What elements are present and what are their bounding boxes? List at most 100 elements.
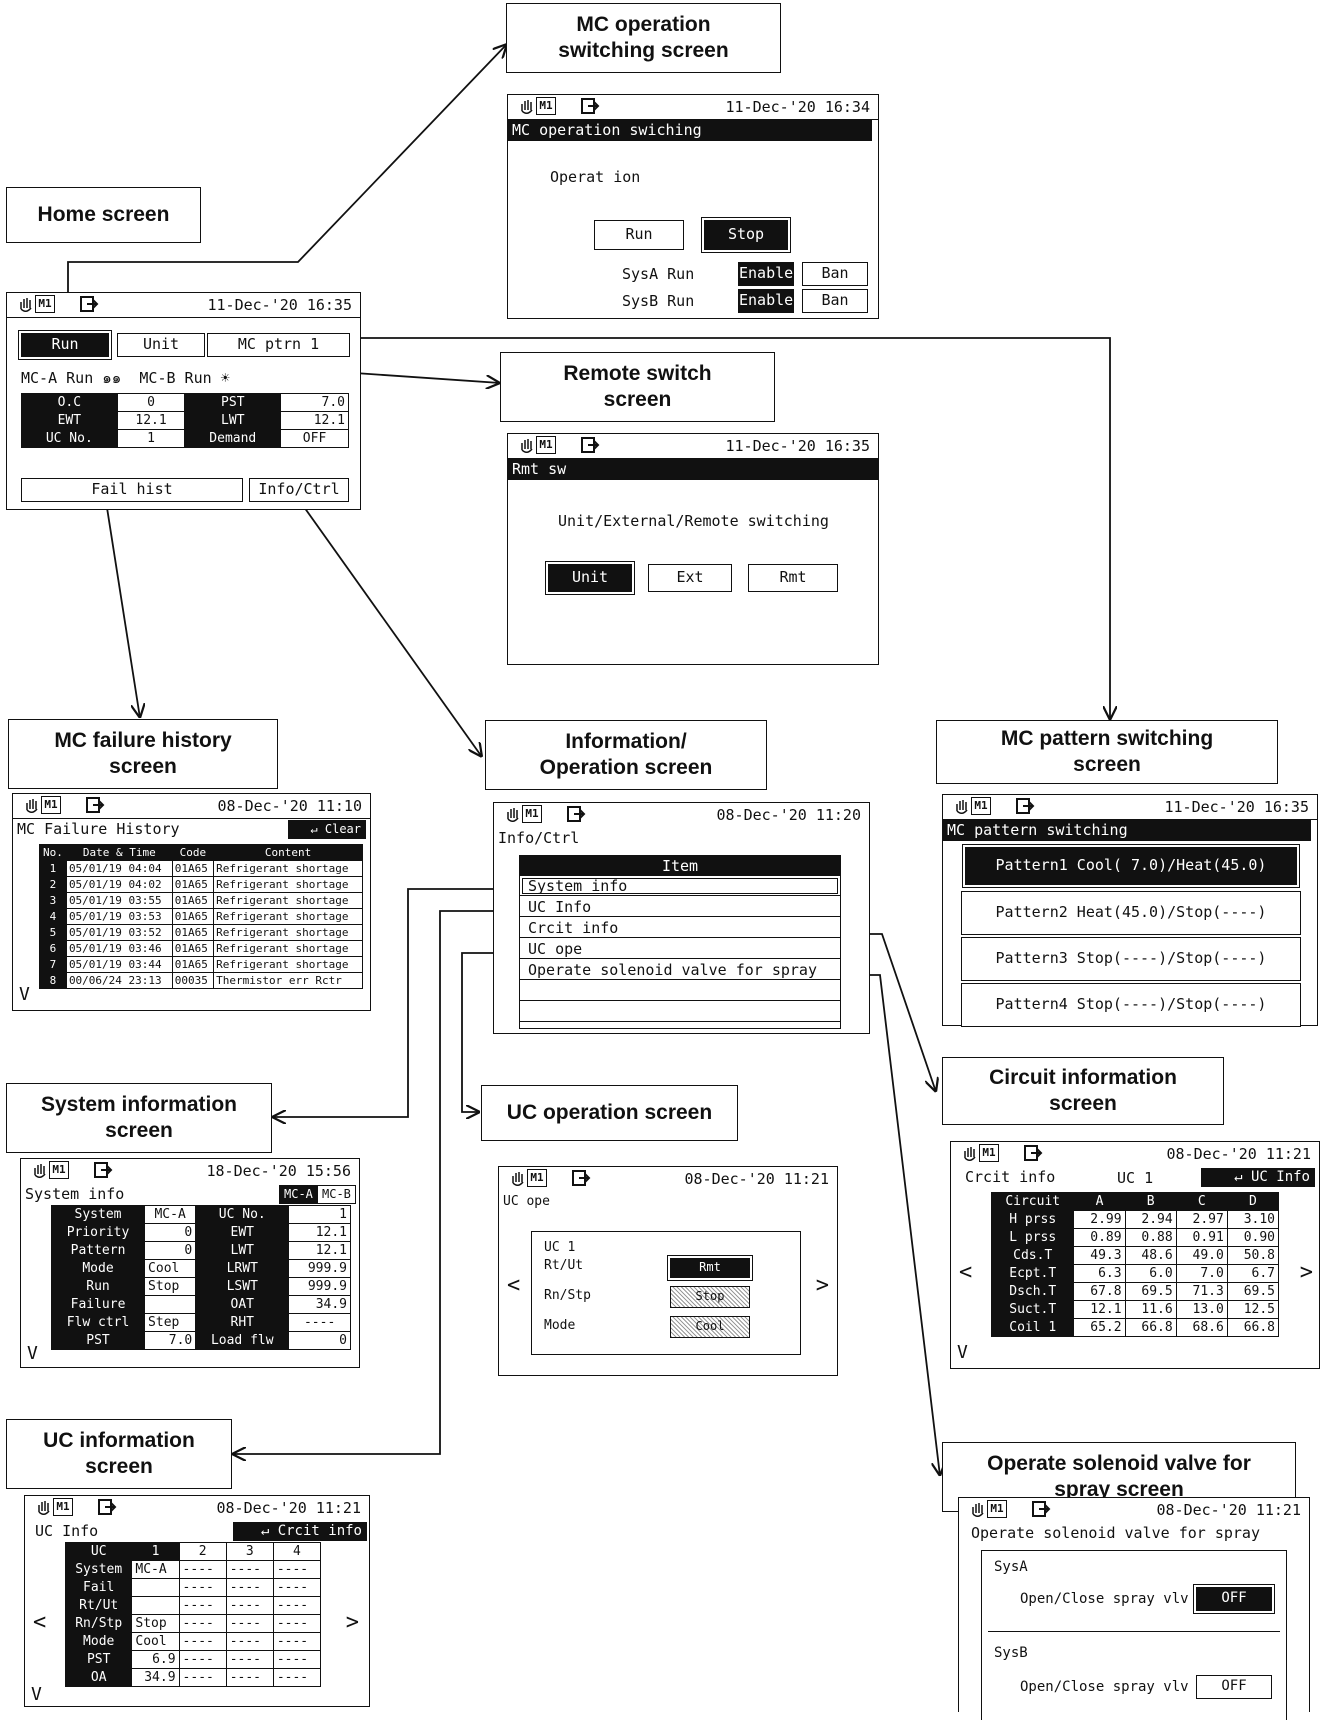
hand-icon — [509, 1169, 527, 1187]
scroll-down-button[interactable]: V — [31, 1684, 42, 1705]
prev-button[interactable]: < — [507, 1273, 521, 1298]
mc-ptrn-button[interactable]: MC ptrn 1 — [207, 333, 350, 357]
m1-badge: M1 — [35, 295, 55, 313]
solenoid-box: SysA Open/Close spray vlv OFF SysB Open/… — [981, 1550, 1287, 1720]
rmt-button[interactable]: Rmt — [748, 564, 838, 592]
m1-badge: M1 — [536, 436, 556, 454]
next-button[interactable]: > — [815, 1273, 829, 1298]
exit-icon[interactable] — [571, 1169, 591, 1187]
col-datetime: Date & Time — [65, 844, 173, 861]
next-button[interactable]: > — [345, 1610, 359, 1635]
item-list: Item System info UC Info Crcit info UC o… — [519, 855, 841, 1029]
exit-icon[interactable] — [580, 436, 600, 454]
info-ctrl-button[interactable]: Info/Ctrl — [249, 478, 349, 502]
run-button[interactable]: Run — [18, 330, 112, 360]
exit-icon[interactable] — [85, 796, 105, 814]
water-drop-icon: ๑๑ — [102, 369, 122, 387]
exit-icon[interactable] — [580, 97, 600, 115]
item-empty-2[interactable] — [520, 1002, 840, 1022]
run-button[interactable]: Run — [594, 220, 684, 250]
exit-icon[interactable] — [1015, 797, 1035, 815]
sysa-off-button[interactable]: OFF — [1193, 1584, 1275, 1614]
stop-button[interactable]: Stop — [701, 217, 791, 253]
header-bar: M1 08-Dec-'20 11:21 — [959, 1498, 1309, 1522]
item-uc-info[interactable]: UC Info — [520, 897, 840, 917]
header-bar: M1 08-Dec-'20 11:10 — [13, 794, 370, 819]
rmt-button[interactable]: Rmt — [667, 1255, 753, 1281]
pattern4-button[interactable]: Pattern4 Stop(----)/Stop(----) — [961, 983, 1301, 1027]
scroll-down-button[interactable]: V — [27, 1343, 38, 1364]
datetime: 11-Dec-'20 16:35 — [1164, 798, 1310, 816]
exit-icon[interactable] — [1023, 1144, 1043, 1162]
screen-title: Rmt sw — [508, 458, 878, 480]
ext-button[interactable]: Ext — [648, 564, 732, 592]
col-no: No. — [39, 844, 67, 861]
unit-button[interactable]: Unit — [545, 561, 635, 595]
prev-button[interactable]: < — [959, 1260, 973, 1285]
info-ctrl-screen: M1 08-Dec-'20 11:20 Info/Ctrl Item Syste… — [493, 802, 870, 1034]
sysb-ban-button[interactable]: Ban — [802, 289, 868, 313]
tab-mc-a[interactable]: MC-A — [279, 1185, 318, 1204]
lwt-value: 12.1 — [280, 411, 349, 430]
clear-button[interactable]: ↵ Clear — [288, 820, 366, 839]
hand-icon — [504, 805, 522, 823]
exit-icon[interactable] — [566, 805, 586, 823]
screen-title: MC pattern switching — [943, 819, 1311, 841]
exit-icon[interactable] — [79, 295, 99, 313]
sysa-valve-label: Open/Close spray vlv — [1020, 1591, 1189, 1607]
item-crcit-info[interactable]: Crcit info — [520, 918, 840, 938]
exit-icon[interactable] — [1031, 1500, 1051, 1518]
arrow-fail-to-history — [104, 494, 140, 718]
header-bar: M1 11-Dec-'20 16:35 — [7, 293, 360, 318]
next-button[interactable]: > — [1299, 1260, 1313, 1285]
header-bar: M1 11-Dec-'20 16:34 — [508, 95, 878, 120]
pattern2-button[interactable]: Pattern2 Heat(45.0)/Stop(----) — [961, 891, 1301, 935]
datetime: 08-Dec-'20 11:10 — [217, 797, 363, 815]
screen-title: System info — [25, 1185, 125, 1203]
fail-hist-button[interactable]: Fail hist — [21, 478, 243, 502]
sysa-ban-button[interactable]: Ban — [802, 262, 868, 286]
unit-button[interactable]: Unit — [117, 333, 205, 357]
crcit-info-button[interactable]: ↵ Crcit info — [233, 1522, 367, 1541]
item-empty-1[interactable] — [520, 981, 840, 1001]
datetime: 08-Dec-'20 11:21 — [1156, 1501, 1302, 1519]
datetime: 08-Dec-'20 11:21 — [684, 1170, 830, 1188]
sysb-off-button[interactable]: OFF — [1196, 1675, 1272, 1699]
uc-no-value: 1 — [116, 429, 186, 448]
pattern1-button[interactable]: Pattern1 Cool( 7.0)/Heat(45.0) — [962, 844, 1300, 888]
stop-button[interactable]: Stop — [670, 1286, 750, 1308]
sysa-enable-button[interactable]: Enable — [738, 262, 794, 286]
item-uc-ope[interactable]: UC ope — [520, 939, 840, 959]
uc-info-button[interactable]: ↵ UC Info — [1201, 1168, 1315, 1187]
item-solenoid[interactable]: Operate solenoid valve for spray — [520, 960, 840, 980]
sysa-run-label: SysA Run — [622, 265, 695, 283]
pst-label: PST — [184, 393, 282, 412]
screen-title: Info/Ctrl — [498, 829, 580, 847]
pattern3-button[interactable]: Pattern3 Stop(----)/Stop(----) — [961, 937, 1301, 981]
uc-no-label: UC No. — [21, 429, 118, 448]
tab-mc-b[interactable]: MC-B — [317, 1185, 356, 1204]
exit-icon[interactable] — [97, 1498, 117, 1516]
sysb-enable-button[interactable]: Enable — [738, 289, 794, 313]
scroll-down-button[interactable]: V — [19, 984, 30, 1005]
scroll-down-button[interactable]: V — [957, 1342, 968, 1363]
item-system-info[interactable]: System info — [520, 876, 840, 896]
cool-button[interactable]: Cool — [670, 1316, 750, 1338]
screen-title: UC ope — [503, 1194, 550, 1209]
exit-icon[interactable] — [93, 1161, 113, 1179]
home-screen: M1 11-Dec-'20 16:35 Run Unit MC ptrn 1 M… — [6, 292, 361, 510]
operation-label: Operat ion — [550, 168, 641, 186]
prev-button[interactable]: < — [33, 1610, 47, 1635]
datetime: 11-Dec-'20 16:35 — [725, 437, 871, 455]
